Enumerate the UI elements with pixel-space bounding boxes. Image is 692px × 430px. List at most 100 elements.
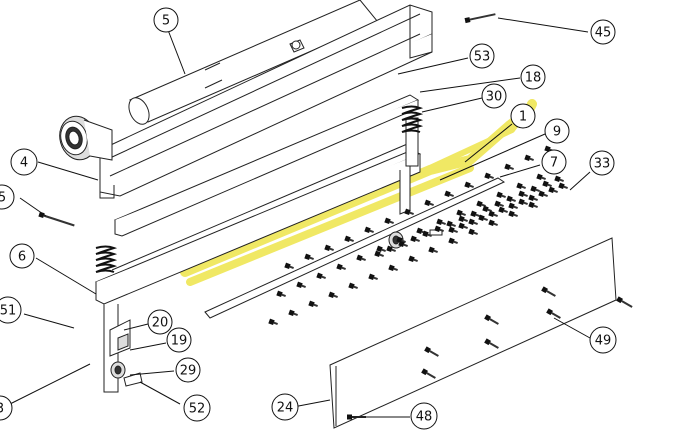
screw — [538, 190, 548, 198]
callout-c48: 48 — [410, 402, 438, 430]
screw — [458, 215, 468, 223]
screw — [38, 211, 75, 227]
screw — [554, 175, 564, 183]
screw — [536, 173, 546, 181]
screw — [421, 368, 436, 379]
callout-number: 5 — [162, 14, 170, 29]
screw — [464, 13, 496, 24]
callout-number: 52 — [189, 402, 206, 417]
callout-circle — [183, 394, 211, 422]
screw — [508, 202, 518, 210]
screw — [324, 244, 334, 252]
screw — [364, 226, 374, 234]
screw — [316, 272, 326, 280]
screw-field — [38, 13, 633, 420]
callout-c33: 33 — [589, 150, 615, 176]
callout-circle — [271, 393, 299, 421]
callout-circle — [166, 327, 192, 353]
screw — [498, 206, 508, 214]
callout-c49: 49 — [589, 326, 617, 354]
screw — [448, 237, 458, 245]
callout-circle — [9, 243, 35, 269]
screw — [530, 185, 540, 193]
callout-c53: 53 — [469, 43, 495, 69]
callout-circle — [147, 309, 173, 335]
part-springs — [95, 105, 424, 273]
screw — [548, 186, 558, 194]
callout-circle — [589, 150, 615, 176]
callout-number: 9 — [553, 125, 561, 140]
screw — [616, 296, 633, 308]
screw — [344, 235, 354, 243]
callout-c7: 7 — [541, 149, 567, 175]
screw — [508, 210, 518, 218]
screw — [374, 250, 384, 258]
callout-c29: 29 — [175, 357, 201, 383]
screw — [408, 255, 418, 263]
callout-number: 53 — [474, 50, 491, 65]
screw — [288, 309, 298, 317]
screw — [488, 219, 498, 227]
screw — [458, 222, 468, 230]
callout-circle — [541, 149, 567, 175]
callout-group: 5455318301973345651201929352244849 — [0, 7, 617, 430]
part-bottom-panel — [329, 237, 617, 429]
screw — [424, 199, 434, 207]
screw — [368, 273, 378, 281]
callout-number: 7 — [550, 156, 558, 171]
screw — [558, 182, 568, 190]
callout-number: 20 — [152, 316, 169, 331]
callout-circle — [481, 83, 507, 109]
leader-lines — [9, 17, 591, 418]
callout-c5a: 5 — [153, 7, 179, 33]
callout-number: 5 — [0, 191, 6, 206]
screw — [296, 281, 306, 289]
screw — [428, 246, 438, 254]
callout-c6: 6 — [9, 243, 35, 269]
callout-c51: 51 — [0, 296, 22, 324]
callout-circle — [0, 395, 13, 421]
callout-number: 3 — [0, 402, 4, 417]
callout-circle — [0, 184, 15, 210]
callout-circle — [520, 64, 546, 90]
screw — [284, 262, 294, 270]
callout-circle — [0, 296, 22, 324]
callout-number: 33 — [594, 157, 611, 172]
callout-number: 29 — [180, 364, 197, 379]
screw — [468, 228, 478, 236]
screw — [518, 198, 528, 206]
screw — [268, 318, 278, 326]
screw — [484, 338, 499, 349]
screw — [384, 217, 394, 225]
part-bearing — [59, 115, 113, 161]
callout-number: 6 — [18, 250, 26, 265]
screw — [446, 220, 456, 228]
callout-c30: 30 — [481, 83, 507, 109]
screw — [456, 209, 466, 217]
screw — [336, 263, 346, 271]
callout-circle — [589, 326, 617, 354]
screw — [496, 191, 506, 199]
screw — [506, 195, 516, 203]
screw — [304, 253, 314, 261]
screw — [386, 245, 396, 253]
callout-c52: 52 — [183, 394, 211, 422]
part-thin-bar — [204, 177, 506, 319]
callout-c20: 20 — [147, 309, 173, 335]
callout-c4: 4 — [10, 148, 38, 176]
callout-number: 4 — [20, 156, 28, 171]
callout-circle — [590, 19, 616, 45]
callout-c45: 45 — [590, 19, 616, 45]
screw — [484, 172, 494, 180]
screw — [444, 190, 454, 198]
callout-circle — [544, 118, 570, 144]
screw — [516, 182, 526, 190]
screw — [398, 240, 408, 248]
callout-circle — [153, 7, 179, 33]
callout-circle — [10, 148, 38, 176]
part-perforated-strip — [114, 94, 420, 237]
screw — [424, 346, 439, 357]
screw — [468, 218, 478, 226]
callout-c24: 24 — [271, 393, 299, 421]
